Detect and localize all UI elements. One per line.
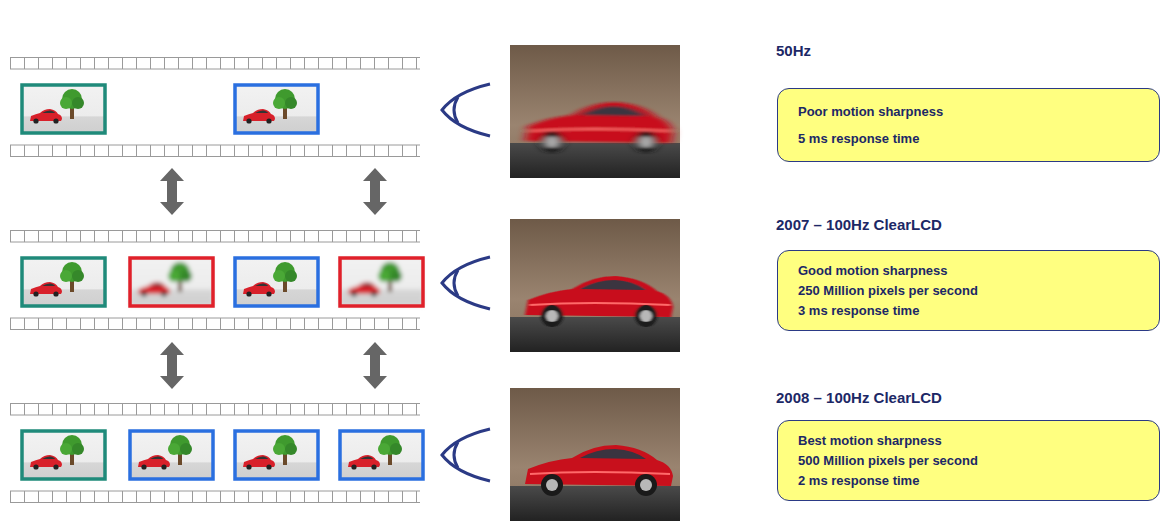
car-photo (510, 388, 680, 521)
info-box: 2007 – 100Hz ClearLCDGood motion sharpne… (777, 250, 1160, 331)
section-heading: 50Hz (776, 42, 811, 59)
box-text: 3 ms response time (798, 302, 1139, 319)
film-strip (10, 403, 423, 503)
box-text: 2 ms response time (798, 472, 1139, 489)
box-text: Good motion sharpness (798, 262, 1139, 279)
film-strip (10, 57, 420, 157)
box-text: 250 Million pixels per second (798, 282, 1139, 299)
double-arrow (160, 168, 387, 389)
car-photo (510, 219, 680, 352)
info-box: 50HzPoor motion sharpness5 ms response t… (777, 88, 1160, 162)
section-heading: 2007 – 100Hz ClearLCD (776, 216, 942, 233)
section-heading: 2008 – 100Hz ClearLCD (776, 389, 942, 406)
box-text: Poor motion sharpness (798, 103, 1139, 120)
eye-symbol (442, 84, 490, 481)
box-text: 5 ms response time (798, 130, 1139, 147)
box-text: 500 Million pixels per second (798, 452, 1139, 469)
film-strip (10, 230, 423, 330)
box-text: Best motion sharpness (798, 432, 1139, 449)
info-box: 2008 – 100Hz ClearLCDBest motion sharpne… (777, 420, 1160, 501)
car-photo (510, 45, 680, 178)
